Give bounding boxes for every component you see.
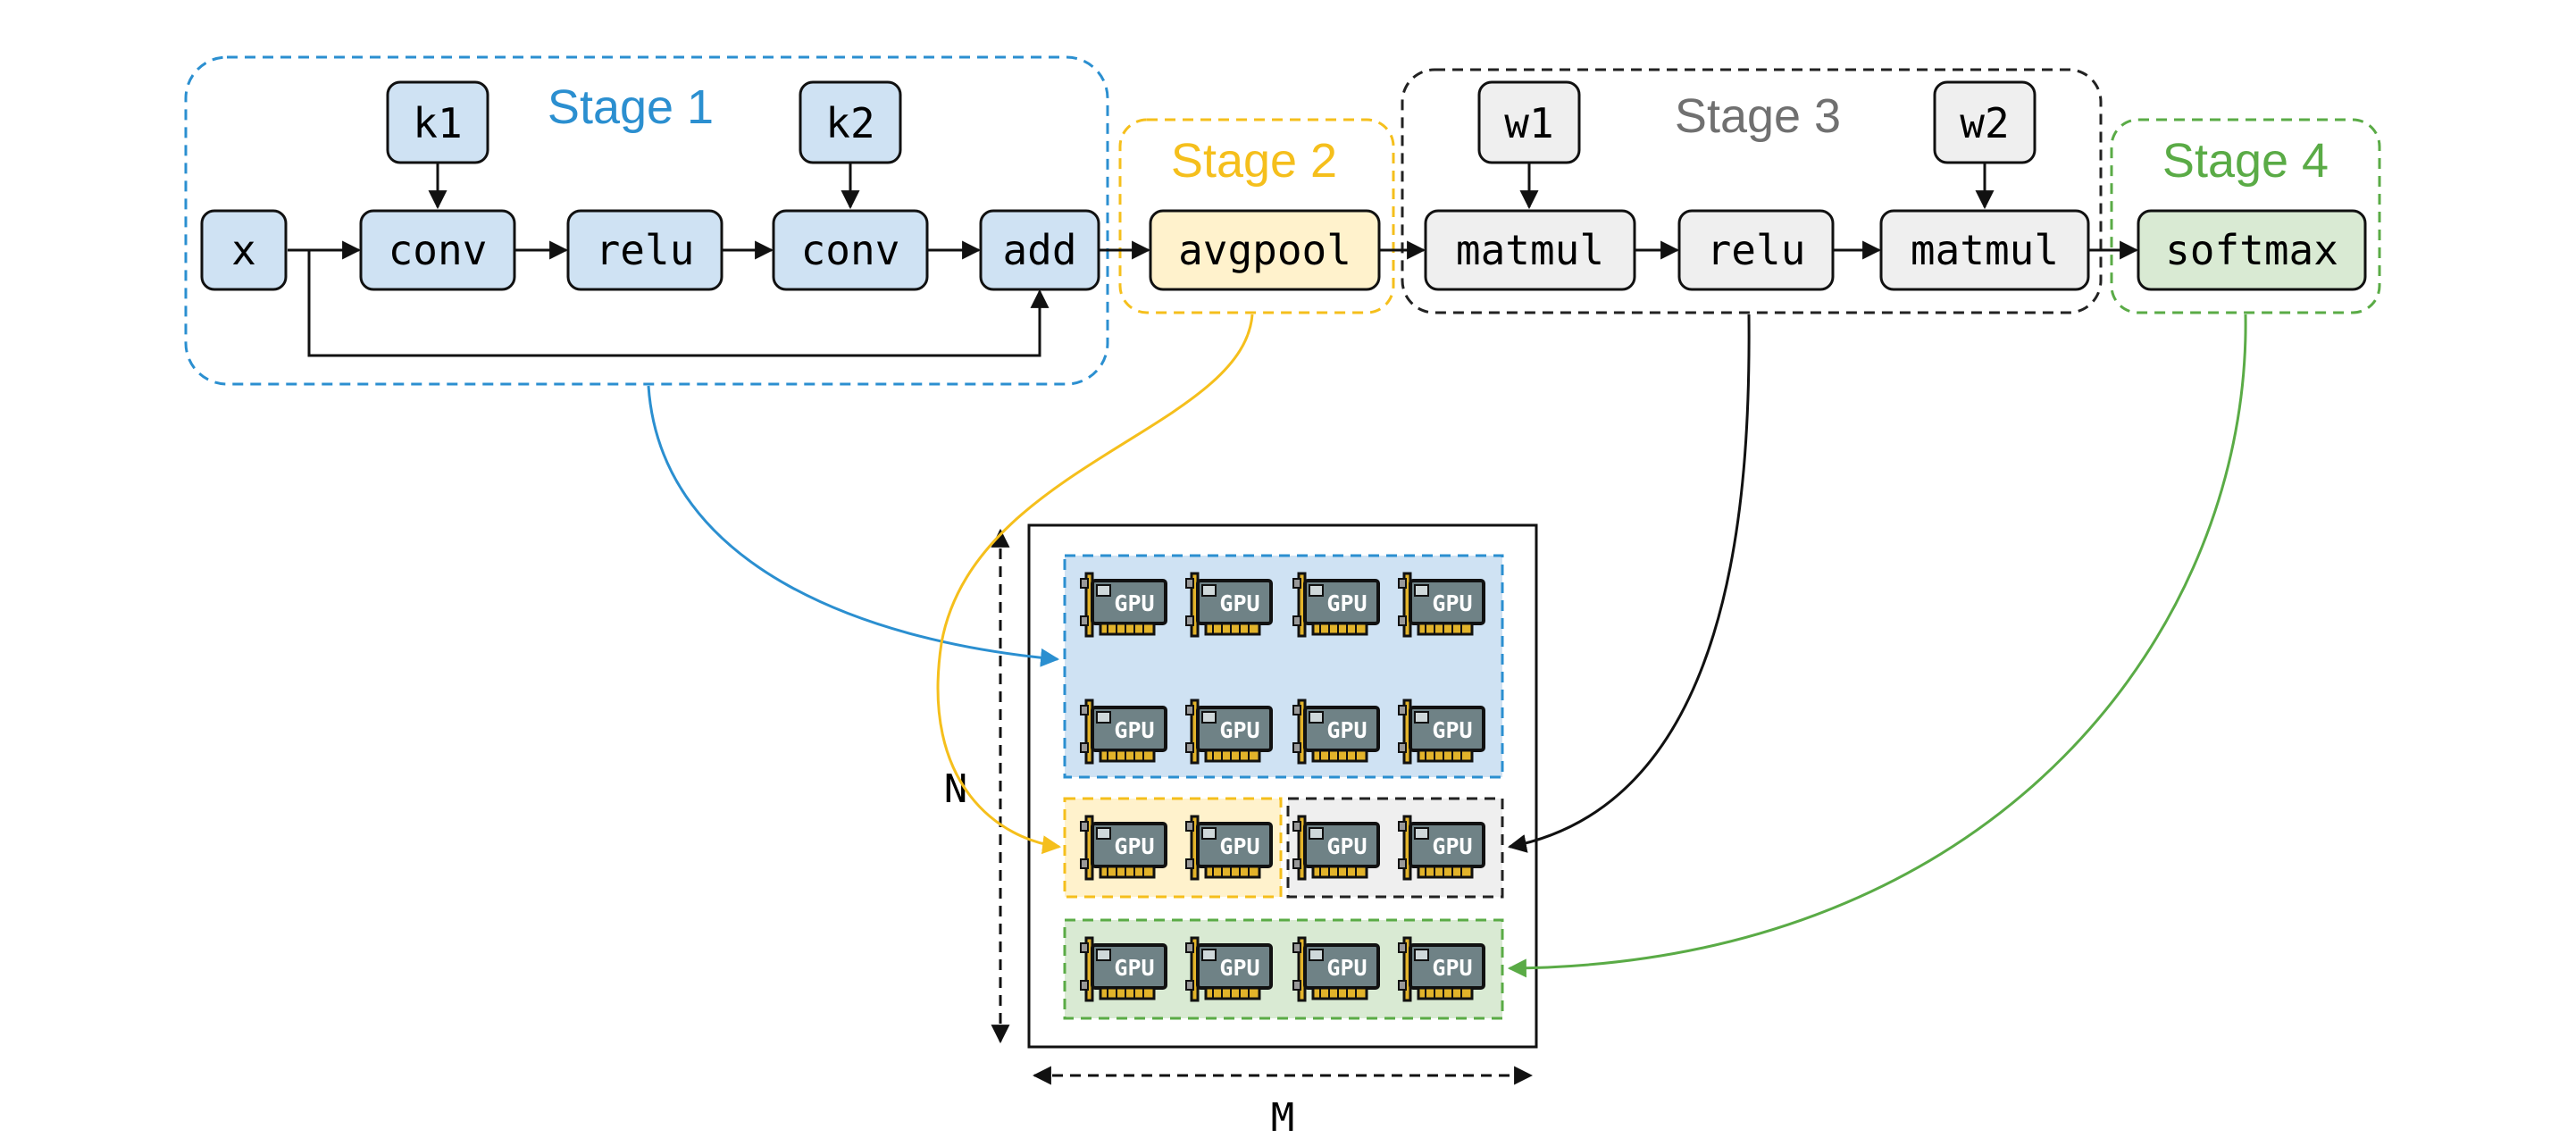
svg-text:k2: k2 <box>825 99 874 147</box>
node-w2: w2 <box>1933 80 2037 164</box>
svg-text:conv: conv <box>389 226 488 274</box>
node-relu-1: relu <box>566 209 723 291</box>
gpu-icon: GPU <box>1292 936 1380 1002</box>
dim-m-label: M <box>1271 1095 1295 1138</box>
gpu-icon: GPU <box>1184 936 1273 1002</box>
node-avgpool: avgpool <box>1149 209 1381 291</box>
gpu-label: GPU <box>1219 717 1259 743</box>
node-conv-2: conv <box>772 209 929 291</box>
gpu-label: GPU <box>1326 955 1367 981</box>
gpu-label: GPU <box>1326 717 1367 743</box>
svg-text:relu: relu <box>1707 226 1806 274</box>
mapping-stage4 <box>1507 314 2247 978</box>
stage1-group <box>184 55 1109 386</box>
gpu-label: GPU <box>1432 833 1472 859</box>
stage4-group <box>2110 118 2381 314</box>
stage1-label: Stage 1 <box>548 80 714 134</box>
graph-edges <box>288 163 2139 357</box>
svg-text:add: add <box>1002 226 1076 274</box>
gpu-icon: GPU <box>1397 936 1485 1002</box>
gpu-icon: GPU <box>1079 572 1167 638</box>
gpu-grid: GPU GPU GPU GPU GPU GPU GPU GPU GPU GPU GPU GPU GPU G… <box>1079 572 1485 1002</box>
gpu-label: GPU <box>1432 955 1472 981</box>
node-w1: w1 <box>1477 80 1581 164</box>
gpu-label: GPU <box>1326 833 1367 859</box>
svg-text:k1: k1 <box>413 99 462 147</box>
gpu-label: GPU <box>1219 833 1259 859</box>
gpu-label: GPU <box>1114 833 1154 859</box>
gpu-label: GPU <box>1219 590 1259 616</box>
gpu-label: GPU <box>1114 717 1154 743</box>
gpu-icon: GPU <box>1184 699 1273 765</box>
gpu-label: GPU <box>1114 590 1154 616</box>
gpu-label: GPU <box>1432 717 1472 743</box>
stage3-group <box>1401 68 2103 314</box>
gpu-icon: GPU <box>1292 572 1380 638</box>
stage2-label: Stage 2 <box>1171 134 1337 188</box>
gpu-icon: GPU <box>1079 815 1167 881</box>
node-relu-2: relu <box>1677 209 1835 291</box>
node-matmul-2: matmul <box>1879 209 2090 291</box>
stage3-label: Stage 3 <box>1675 89 1841 143</box>
node-k1: k1 <box>386 80 489 164</box>
gpu-icon: GPU <box>1397 699 1485 765</box>
gpu-icon: GPU <box>1292 815 1380 881</box>
mapping-stage3 <box>1507 314 1751 853</box>
gpu-icon: GPU <box>1079 936 1167 1002</box>
gpu-label: GPU <box>1326 590 1367 616</box>
gpu-label: GPU <box>1219 955 1259 981</box>
gpu-label: GPU <box>1432 590 1472 616</box>
node-k2: k2 <box>799 80 902 164</box>
gpu-icon: GPU <box>1184 815 1273 881</box>
svg-text:matmul: matmul <box>1911 226 2059 274</box>
gpu-icon: GPU <box>1079 699 1167 765</box>
mapping-stage1 <box>647 385 1060 667</box>
svg-text:softmax: softmax <box>2165 226 2338 274</box>
gpu-icon: GPU <box>1184 572 1273 638</box>
gpu-icon: GPU <box>1397 572 1485 638</box>
gpu-icon: GPU <box>1292 699 1380 765</box>
stage2-group <box>1118 118 1395 314</box>
node-matmul-1: matmul <box>1424 209 1636 291</box>
svg-text:conv: conv <box>801 226 900 274</box>
svg-text:w2: w2 <box>1960 99 2009 147</box>
svg-text:matmul: matmul <box>1456 226 1604 274</box>
svg-text:relu: relu <box>596 226 695 274</box>
node-x: x <box>200 209 288 291</box>
node-add: add <box>979 209 1100 291</box>
gpu-label: GPU <box>1114 955 1154 981</box>
gpu-icon: GPU <box>1397 815 1485 881</box>
stage4-label: Stage 4 <box>2162 134 2329 188</box>
node-softmax: softmax <box>2137 209 2367 291</box>
svg-text:avgpool: avgpool <box>1178 226 1351 274</box>
svg-text:w1: w1 <box>1504 99 1553 147</box>
node-conv-1: conv <box>359 209 516 291</box>
mapping-stage2 <box>936 314 1254 855</box>
svg-text:x: x <box>231 226 256 274</box>
